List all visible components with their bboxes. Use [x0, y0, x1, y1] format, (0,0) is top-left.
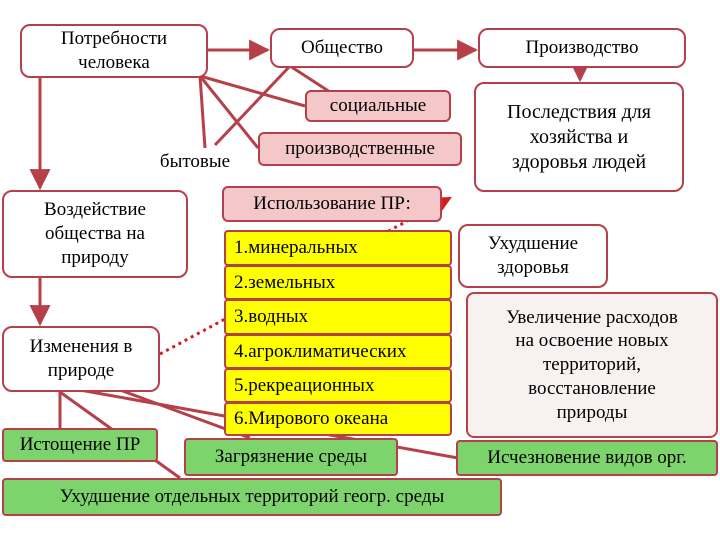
line-needs-productive: [198, 75, 260, 149]
node-consequences: Последствия для хозяйства и здоровья люд…: [474, 82, 684, 192]
node-pollution: Загрязнение среды: [184, 438, 398, 476]
resource-item: 3.водных: [224, 299, 452, 335]
line-needs-social: [199, 74, 306, 108]
node-household: бытовые: [159, 151, 231, 173]
line-society-household: [213, 64, 292, 147]
node-degradation: Ухудшение отдельных территорий геогр. ср…: [2, 478, 502, 516]
resource-item: 5.рекреационных: [224, 368, 452, 403]
node-health: Ухудшение здоровья: [458, 224, 608, 288]
line-needs-household: [198, 75, 207, 149]
node-depletion: Истощение ПР: [2, 428, 158, 462]
line-society-social: [289, 64, 331, 94]
dotted-arrow-changes-nruse: [159, 196, 452, 356]
node-impact: Воздействие общества на природу: [2, 190, 188, 278]
node-nr-use: Использование ПР:: [222, 186, 442, 222]
node-changes: Изменения в природе: [2, 326, 160, 392]
node-production: Производство: [478, 28, 686, 68]
node-costs: Увеличение расходов на освоение новых те…: [466, 292, 718, 438]
resource-item: 4.агроклиматических: [224, 334, 452, 369]
node-extinction: Исчезновение видов орг.: [456, 440, 718, 476]
node-productive: производственные: [258, 132, 462, 166]
resource-item: 1.минеральных: [224, 230, 452, 266]
node-needs: Потребности человека: [20, 24, 208, 78]
resource-item: 2.земельных: [224, 265, 452, 300]
node-society: Общество: [270, 28, 414, 68]
node-social: социальные: [305, 90, 451, 122]
resource-item: 6.Мирового океана: [224, 402, 452, 436]
